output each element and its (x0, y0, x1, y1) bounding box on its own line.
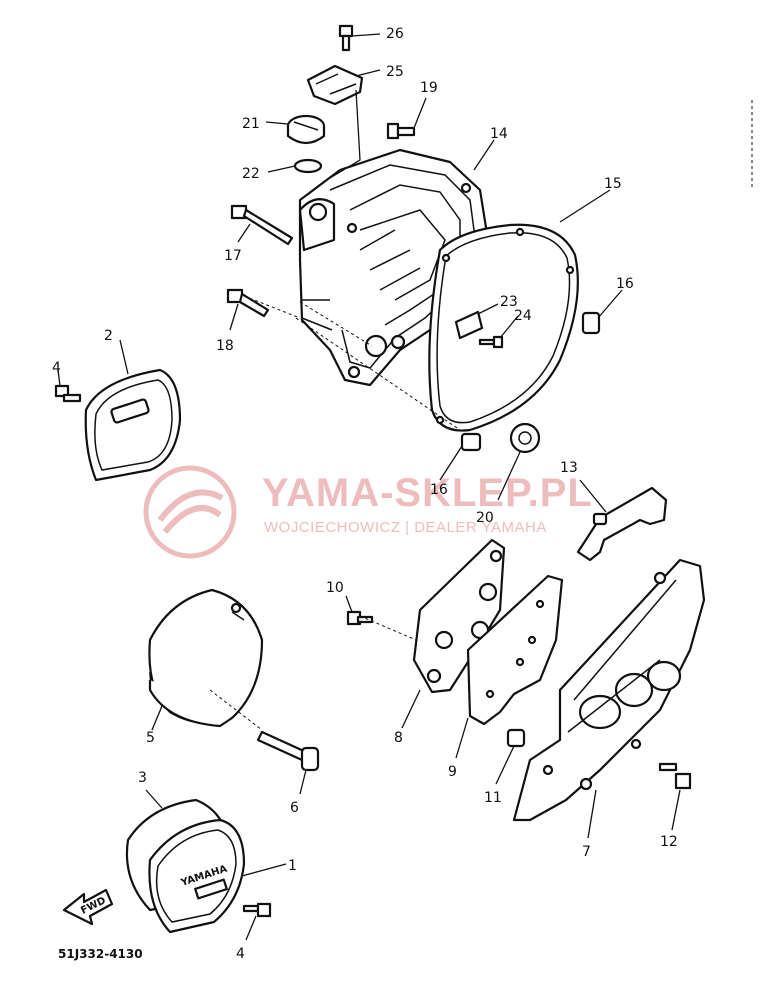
part-7-sprocket-cover (512, 558, 706, 822)
part-15-gasket (428, 223, 579, 432)
callout-3: 3 (138, 770, 147, 786)
part-19-bolt (386, 122, 416, 140)
callout-17: 17 (224, 248, 242, 264)
callout-24: 24 (514, 308, 532, 324)
callout-25: 25 (386, 64, 404, 80)
callout-6: 6 (290, 800, 299, 816)
callout-11: 11 (484, 790, 502, 806)
callout-7: 7 (582, 844, 591, 860)
part-2-cover-gasket (84, 368, 182, 482)
callout-22: 22 (242, 166, 260, 182)
callout-4a: 4 (52, 360, 61, 376)
diagram-code: 51J332-4130 (58, 947, 143, 961)
part-14-crankcase-cover (298, 148, 490, 387)
callout-18: 18 (216, 338, 234, 354)
callout-5: 5 (146, 730, 155, 746)
part-9-gasket (466, 574, 564, 726)
callout-26: 26 (386, 26, 404, 42)
callout-16b: 16 (430, 482, 448, 498)
callout-4b: 4 (236, 946, 245, 962)
part-17-bolt (230, 204, 294, 246)
callout-23: 23 (500, 294, 518, 310)
callout-12: 12 (660, 834, 678, 850)
part-13-bracket (576, 486, 668, 562)
part-12-bolt (658, 762, 692, 790)
callout-15: 15 (604, 176, 622, 192)
part-8-plate (412, 538, 506, 694)
part-26-bolt (338, 24, 354, 52)
part-25-bracket (306, 64, 364, 106)
callout-20: 20 (476, 510, 494, 526)
part-23-plate (454, 310, 484, 340)
part-4b-bolt (242, 902, 272, 918)
callout-2: 2 (104, 328, 113, 344)
part-22-o-ring (293, 158, 323, 174)
watermark: YAMA-SKLEP.PL WOJCIECHOWICZ | DEALER YAM… (143, 465, 593, 559)
fwd-arrow-icon: FWD (62, 888, 114, 926)
part-21-oil-cap (286, 114, 326, 145)
part-16b-dowel (460, 432, 482, 452)
part-11-bolt (506, 728, 526, 748)
callout-9: 9 (448, 764, 457, 780)
part-24-screw (478, 335, 504, 349)
callout-1: 1 (288, 858, 297, 874)
part-18-bolt (226, 288, 270, 318)
callouts: 26 25 19 21 14 22 15 17 16 23 24 2 18 4 … (52, 26, 678, 962)
watermark-subtitle: WOJCIECHOWICZ | DEALER YAMAHA (264, 519, 547, 536)
part-1-crankcase-cover: YAMAHA (148, 818, 246, 934)
callout-14: 14 (490, 126, 508, 142)
callout-13: 13 (560, 460, 578, 476)
callout-16a: 16 (616, 276, 634, 292)
watermark-logo-icon (143, 465, 237, 559)
part-4a-bolt (54, 384, 82, 403)
part-16a-dowel (581, 311, 601, 335)
part-6-bolt (256, 730, 320, 772)
part-20-oil-seal (509, 422, 541, 454)
callout-19: 19 (420, 80, 438, 96)
callout-8: 8 (394, 730, 403, 746)
part-10-bolt (346, 610, 374, 626)
callout-10: 10 (326, 580, 344, 596)
part-5-generator-cover (148, 588, 264, 728)
watermark-title: YAMA-SKLEP.PL (262, 471, 593, 515)
callout-21: 21 (242, 116, 260, 132)
leader-lines (57, 33, 681, 941)
